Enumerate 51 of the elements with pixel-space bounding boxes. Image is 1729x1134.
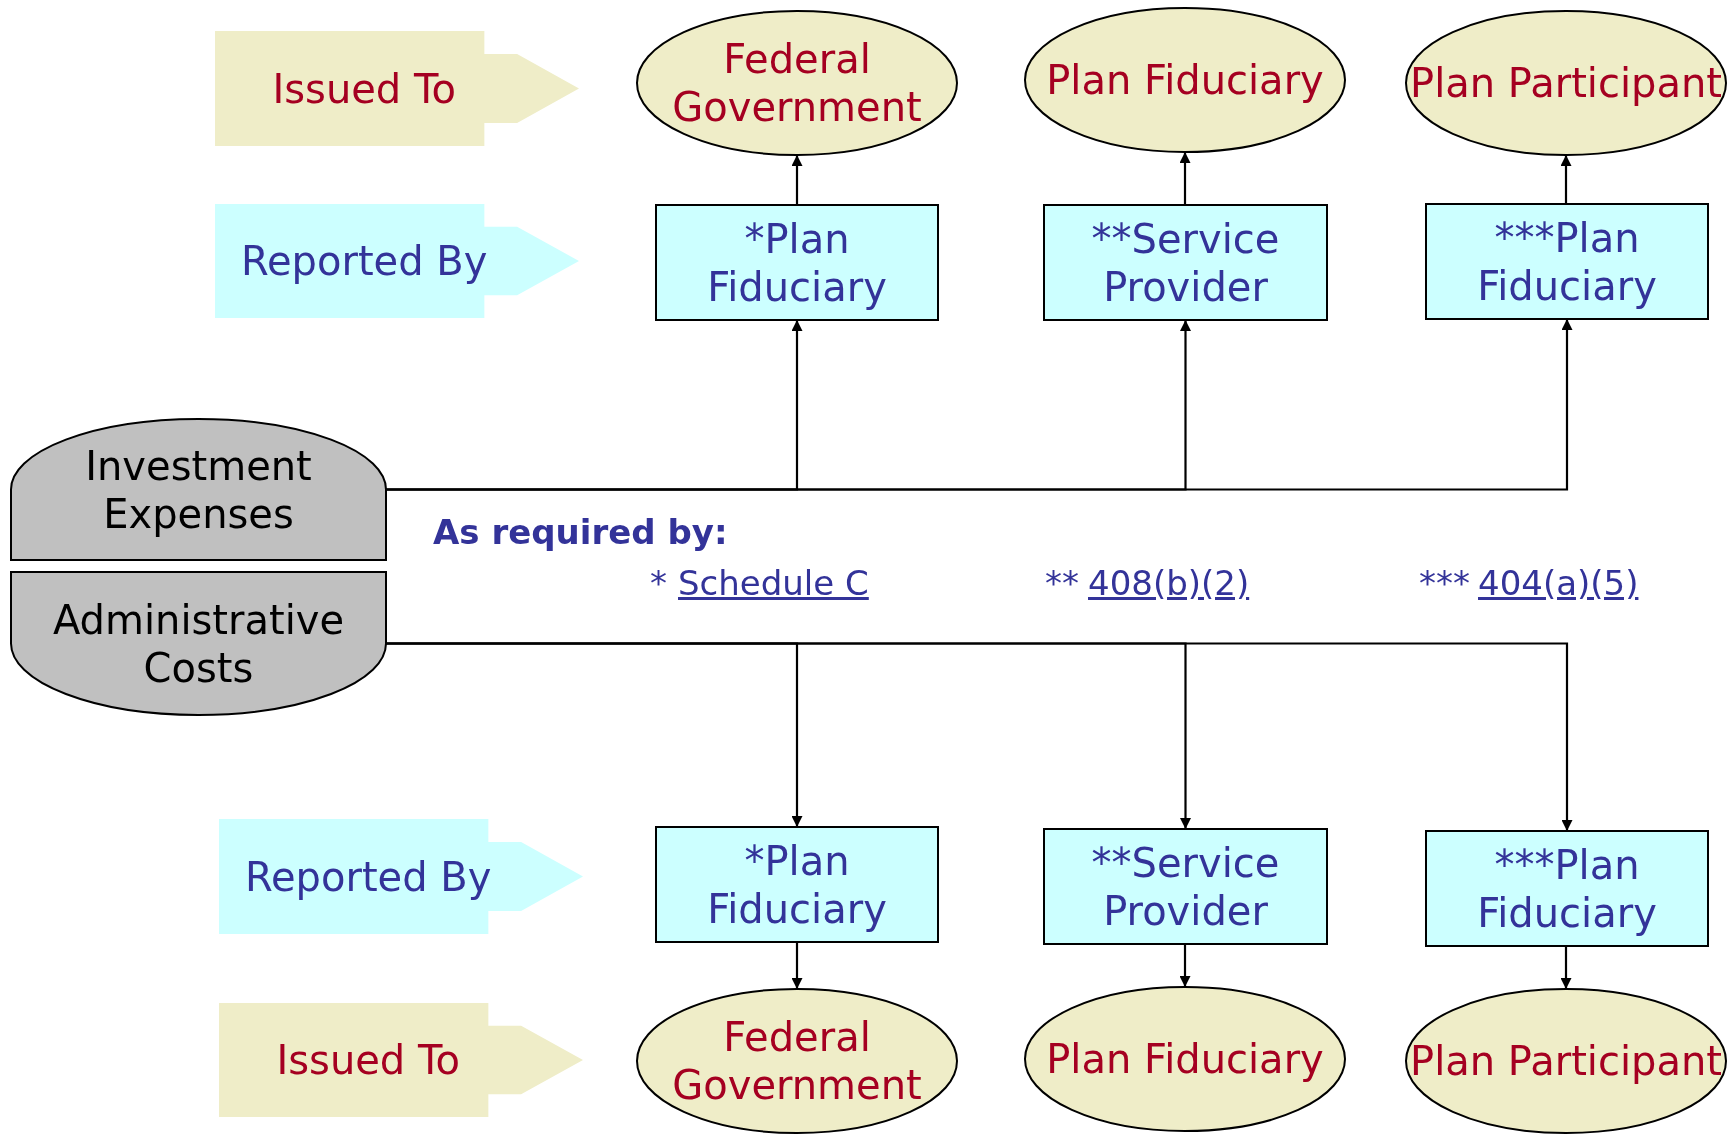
- footnote-mark: ***: [1419, 563, 1470, 603]
- node-label: Plan Participant: [1410, 1037, 1722, 1085]
- reference-link: 408(b)(2): [1088, 563, 1250, 603]
- node-label: Reported By: [245, 852, 492, 901]
- node-label: Plan Fiduciary: [1046, 56, 1324, 104]
- recipient-ellipse: [1025, 8, 1345, 152]
- node-label: ***Plan Fiduciary: [1476, 840, 1658, 937]
- reporter-box: [1044, 829, 1327, 944]
- connector-arrow: [1560, 946, 1572, 989]
- reporter-box: [656, 205, 938, 320]
- reporter-box: [1426, 204, 1708, 319]
- node-label: **Service Provider: [1090, 214, 1281, 311]
- reference-link: Schedule C: [678, 563, 869, 603]
- node-label: Investment Expenses: [84, 441, 313, 538]
- footnote-mark: **: [1045, 563, 1079, 603]
- node-label: **Service Provider: [1090, 838, 1281, 935]
- node-label: Plan Fiduciary: [1046, 1035, 1324, 1083]
- issued-to-arrow-banner: [215, 31, 579, 146]
- node-label: ***Plan Fiduciary: [1476, 213, 1658, 310]
- node-label: *Plan Fiduciary: [706, 836, 888, 933]
- node-label: *Plan Fiduciary: [706, 214, 888, 311]
- node-label: Issued To: [276, 1036, 461, 1084]
- cost-category-shape: [11, 572, 386, 715]
- reporter-box: [1426, 831, 1708, 946]
- footnote-mark: *: [650, 563, 667, 603]
- connector-arrow: [386, 642, 1573, 831]
- connector-arrow: [1179, 944, 1191, 987]
- recipient-ellipse: [1025, 987, 1345, 1131]
- reported-by-arrow-banner: [215, 204, 579, 318]
- connector-arrow: [1179, 152, 1191, 205]
- node-label: Administrative Costs: [51, 595, 346, 692]
- issued-to-arrow-banner: [219, 1003, 583, 1117]
- reporter-box: [1044, 205, 1327, 320]
- connector-arrow: [1560, 155, 1572, 204]
- note-heading: As required by:: [433, 512, 728, 552]
- connector-arrow: [791, 155, 803, 205]
- recipient-ellipse: [637, 989, 957, 1133]
- node-label: Plan Participant: [1410, 59, 1722, 107]
- recipient-ellipse: [1406, 989, 1726, 1133]
- recipient-ellipse: [637, 11, 957, 155]
- reported-by-arrow-banner: [219, 819, 583, 934]
- connector-arrow: [791, 942, 803, 989]
- reference-link: 404(a)(5): [1478, 563, 1639, 603]
- cost-category-shape: [11, 419, 386, 560]
- recipient-ellipse: [1406, 11, 1726, 155]
- connector-arrow: [386, 319, 1573, 491]
- node-label: Reported By: [241, 237, 488, 285]
- node-label: Federal Government: [671, 35, 923, 131]
- reporter-box: [656, 827, 938, 942]
- node-label: Issued To: [272, 64, 457, 113]
- node-label: Federal Government: [671, 1013, 923, 1109]
